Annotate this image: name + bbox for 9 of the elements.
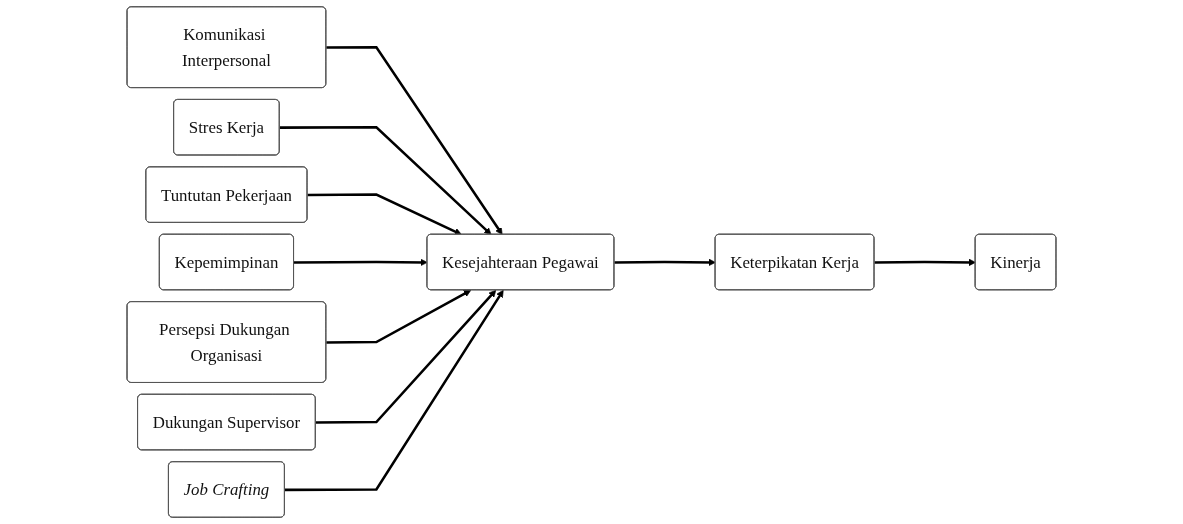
- arrow: [279, 125, 492, 235]
- arrow: [874, 258, 976, 267]
- arrow: [614, 258, 716, 267]
- arrow: [326, 289, 472, 344]
- arrow: [326, 45, 503, 235]
- arrow: [307, 193, 462, 236]
- arrow: [293, 258, 428, 267]
- arrow: [315, 289, 497, 424]
- arrow: [284, 289, 504, 492]
